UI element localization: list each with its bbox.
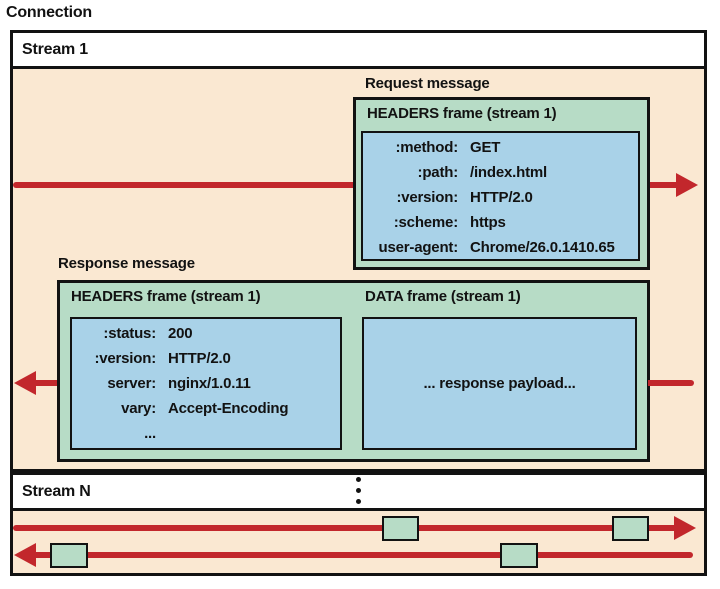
stream1-label: Stream 1 <box>22 40 88 58</box>
response-message-label: Response message <box>58 255 195 272</box>
request-arrow-line-right <box>648 182 678 188</box>
header-key: ... <box>144 425 156 442</box>
header-row: :method: GET <box>363 135 638 160</box>
header-row: server: nginx/1.0.11 <box>72 371 340 396</box>
streamN-request-arrow-line <box>13 525 674 531</box>
response-payload-text: ... response payload... <box>423 375 576 392</box>
header-value: HTTP/2.0 <box>470 189 533 206</box>
request-arrow-line <box>13 182 354 188</box>
header-row: user-agent: Chrome/26.0.1410.65 <box>363 235 638 260</box>
response-data-frame-title: DATA frame (stream 1) <box>365 288 521 305</box>
request-message-label: Request message <box>365 75 490 92</box>
request-headers-box: :method: GET :path: /index.html :version… <box>361 131 640 261</box>
response-arrow-line-left <box>36 380 57 386</box>
streamN-label: Stream N <box>22 482 91 500</box>
request-headers-frame: HEADERS frame (stream 1) :method: GET :p… <box>353 97 650 270</box>
header-key: server: <box>107 375 156 392</box>
response-arrow-line-right <box>648 380 694 386</box>
header-key: vary: <box>121 400 156 417</box>
frame-box <box>500 543 538 568</box>
frame-box <box>50 543 88 568</box>
header-row: :status: 200 <box>72 321 340 346</box>
right-arrowhead-icon <box>676 173 698 197</box>
response-header-list: :status: 200 :version: HTTP/2.0 server: … <box>72 319 340 446</box>
request-header-list: :method: GET :path: /index.html :version… <box>363 133 638 260</box>
header-row: vary: Accept-Encoding <box>72 396 340 421</box>
header-key: :status: <box>103 325 156 342</box>
frame-box <box>612 516 649 541</box>
response-frame: HEADERS frame (stream 1) DATA frame (str… <box>57 280 650 462</box>
header-row: :scheme: https <box>363 210 638 235</box>
stream1-header: Stream 1 <box>13 33 704 69</box>
header-value: nginx/1.0.11 <box>168 375 251 392</box>
left-arrowhead-icon <box>14 543 36 567</box>
header-value: HTTP/2.0 <box>168 350 231 367</box>
header-value: Chrome/26.0.1410.65 <box>470 239 615 256</box>
request-frame-title: HEADERS frame (stream 1) <box>367 105 557 122</box>
header-value: Accept-Encoding <box>168 400 289 417</box>
streamN-response-arrow-line <box>36 552 693 558</box>
header-key: :scheme: <box>393 214 458 231</box>
response-headers-frame-title: HEADERS frame (stream 1) <box>71 288 261 305</box>
frame-box <box>382 516 419 541</box>
right-arrowhead-icon <box>674 516 696 540</box>
streamN-panel: Stream N <box>10 472 707 576</box>
header-key: :path: <box>417 164 459 181</box>
header-key: :method: <box>395 139 458 156</box>
header-value: 200 <box>168 325 193 342</box>
vertical-ellipsis-icon <box>356 477 361 504</box>
header-key: :version: <box>94 350 156 367</box>
header-key: user-agent: <box>378 239 459 256</box>
header-row: :version: HTTP/2.0 <box>363 185 638 210</box>
header-row: :version: HTTP/2.0 <box>72 346 340 371</box>
header-value: /index.html <box>470 164 547 181</box>
response-data-box: ... response payload... <box>362 317 637 450</box>
left-arrowhead-icon <box>14 371 36 395</box>
header-key: :version: <box>396 189 458 206</box>
connection-label: Connection <box>6 4 92 21</box>
header-value: https <box>470 214 506 231</box>
header-row: ... <box>72 421 340 446</box>
header-row: :path: /index.html <box>363 160 638 185</box>
header-value: GET <box>470 139 501 156</box>
response-headers-box: :status: 200 :version: HTTP/2.0 server: … <box>70 317 342 450</box>
